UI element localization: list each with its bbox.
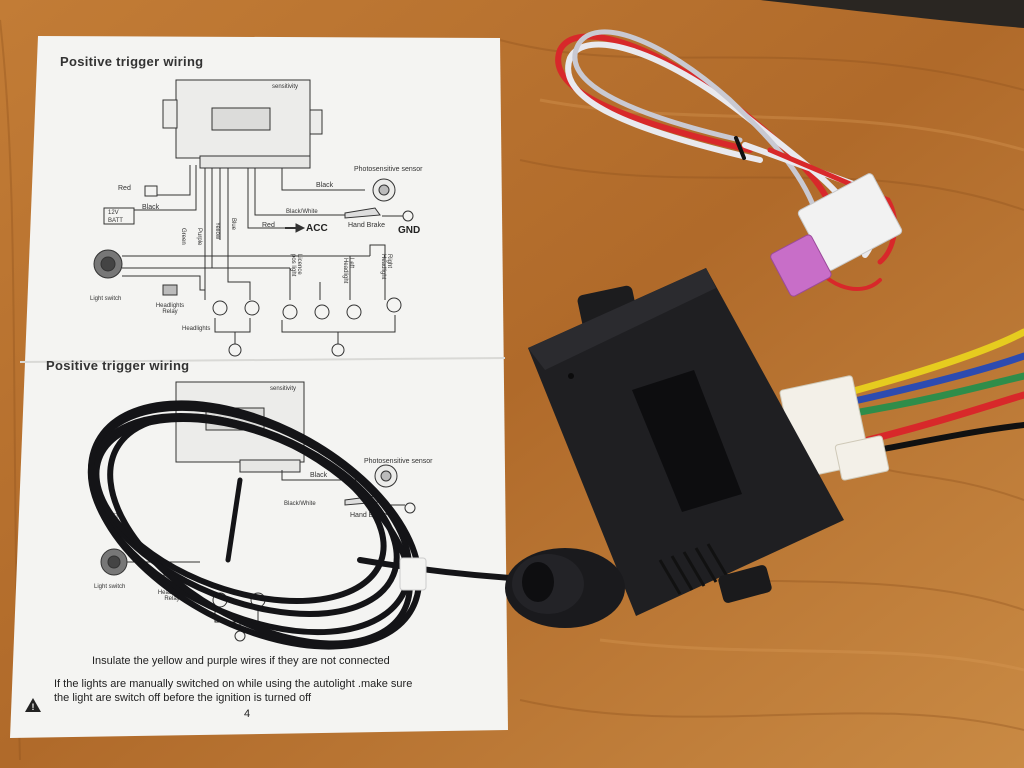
hand-brake-label-2: Hand Brake — [350, 512, 387, 519]
inline-fuse — [770, 234, 832, 297]
headlights-relay-label: Headlights Relay — [155, 303, 185, 315]
battery-voltage-label: 12V — [108, 210, 119, 216]
black-wire-label: Black — [142, 204, 160, 211]
black-white-wire-label: Black/White — [286, 209, 318, 215]
sensor-cable-coil — [87, 400, 513, 650]
sensor-black-wire-label: Black — [316, 182, 334, 189]
black-white-wire-label-2: Black/White — [284, 501, 316, 507]
svg-text:!: ! — [32, 702, 35, 712]
warning-line-2: the light are switch off before the igni… — [54, 692, 312, 704]
sensitivity-label-2: sensitivity — [270, 386, 297, 392]
sensor-black-wire-label-2: Black — [310, 472, 328, 479]
manual-bottom-title: Positive trigger wiring — [46, 358, 190, 373]
hand-brake-label: Hand Brake — [348, 222, 385, 229]
page-number: 4 — [244, 708, 251, 720]
red-wire-label: Red — [118, 185, 131, 192]
headlights-label: Headlights — [182, 326, 211, 332]
module-sensor-window — [632, 370, 742, 512]
photosensitive-sensor-label-2: Photosensitive sensor — [364, 458, 433, 465]
manual-top-title: Positive trigger wiring — [60, 54, 204, 69]
photosensor-puck — [505, 548, 625, 628]
photosensitive-sensor-label: Photosensitive sensor — [354, 166, 423, 173]
acc-label: ACC — [306, 223, 328, 234]
gnd-label: GND — [398, 225, 421, 236]
sensitivity-label: sensitivity — [272, 84, 299, 90]
insulate-note: Insulate the yellow and purple wires if … — [92, 655, 390, 667]
warning-triangle-icon — [25, 698, 41, 712]
light-switch-label: Light switch — [90, 296, 122, 302]
auto-light-control-module — [528, 268, 844, 616]
module-wire-bundle — [846, 328, 1024, 455]
acc-red-wire-label: Red — [262, 222, 275, 229]
light-switch-label-2: Light switch — [94, 584, 126, 590]
warning-line-1: If the lights are manually switched on w… — [54, 678, 413, 690]
battery-label: BATT — [108, 218, 123, 224]
